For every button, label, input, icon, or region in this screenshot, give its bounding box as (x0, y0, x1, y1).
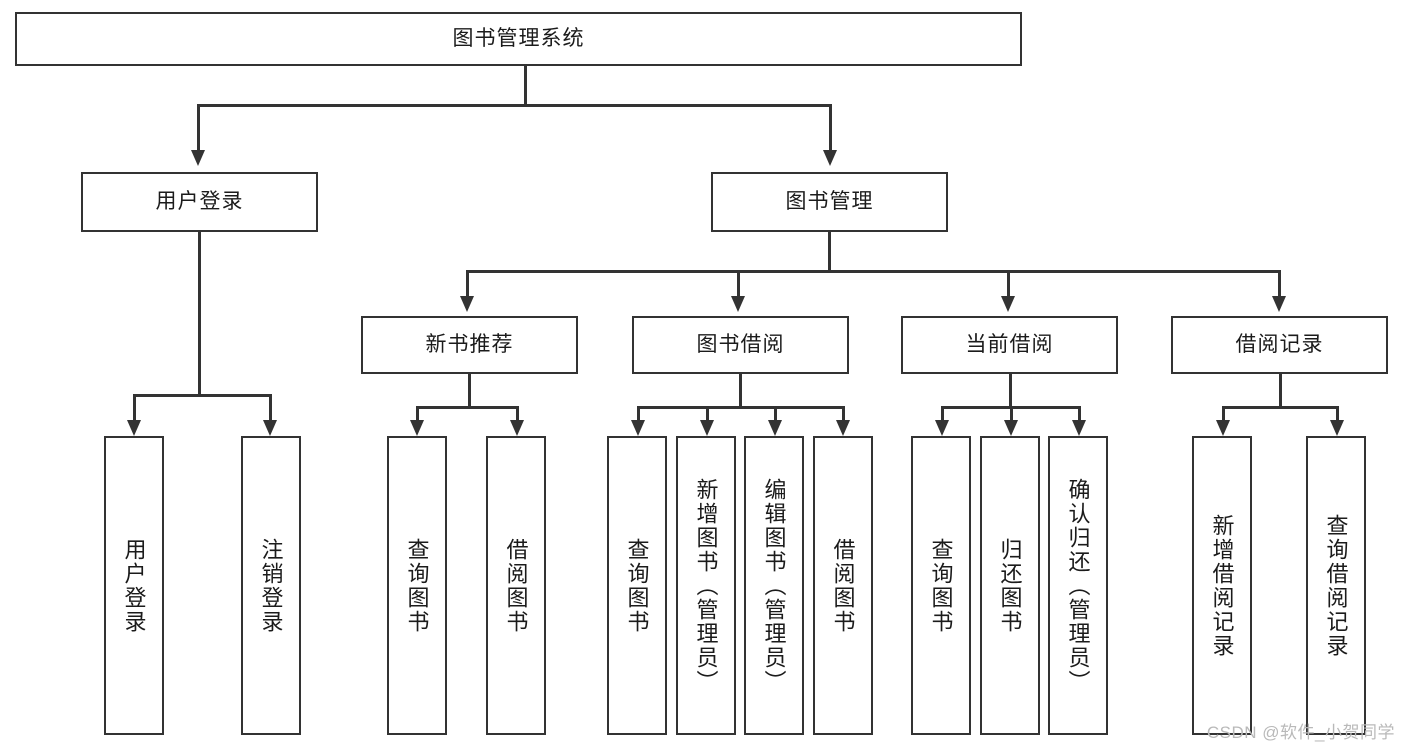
leaf-query-record[interactable]: 查询借阅记录 (1306, 436, 1366, 735)
leaf-return-book[interactable]: 归还图书 (980, 436, 1040, 735)
leaf-label: 新增借阅记录 (1209, 513, 1235, 658)
connector-current-borrow-leaf-2 (1010, 406, 1013, 428)
leaf-label: 借阅图书 (830, 537, 856, 634)
leaf-edit-book[interactable]: 编辑图书（管理员） (744, 436, 804, 735)
connector-book-borrow-bus (637, 406, 844, 409)
leaf-borrow-book-1[interactable]: 借阅图书 (486, 436, 546, 735)
connector-book-borrow-leaf-2 (706, 406, 709, 428)
arrowhead-book-borrow-leaf-1 (631, 420, 645, 436)
arrowhead-current-borrow-leaf-3 (1072, 420, 1086, 436)
connector-bm-to-book-borrow (737, 270, 740, 298)
arrowhead-bm-borrow-record (1272, 296, 1286, 312)
leaf-query-book-2[interactable]: 查询图书 (607, 436, 667, 735)
csdn-watermark: CSDN @软件_小贺同学 (1206, 723, 1395, 742)
arrowhead-book-borrow-leaf-2 (700, 420, 714, 436)
leaf-label: 借阅图书 (503, 537, 529, 634)
connector-borrow-record-stem (1279, 374, 1282, 408)
leaf-label: 查询图书 (404, 537, 430, 634)
connector-borrow-record-leaf-2 (1336, 406, 1339, 428)
arrowhead-bm-book-borrow (731, 296, 745, 312)
arrowhead-bm-new-book (460, 296, 474, 312)
connector-root-to-book-management (829, 104, 832, 152)
connector-user-login-to-leaf-2 (269, 394, 272, 422)
connector-borrow-record-bus (1222, 406, 1338, 409)
arrowhead-book-borrow-leaf-3 (768, 420, 782, 436)
leaf-label: 用户登录 (121, 537, 147, 634)
arrowhead-borrow-record-leaf-1 (1216, 420, 1230, 436)
arrowhead-current-borrow-leaf-2 (1004, 420, 1018, 436)
leaf-label: 注销登录 (258, 537, 284, 634)
connector-book-borrow-leaf-3 (774, 406, 777, 428)
connector-book-borrow-stem (739, 374, 742, 408)
node-book-management[interactable]: 图书管理 (711, 172, 948, 232)
connector-current-borrow-stem (1009, 374, 1012, 408)
connector-user-login-stem (198, 232, 201, 396)
leaf-label: 归还图书 (997, 537, 1023, 634)
connector-book-management-stem (828, 232, 831, 270)
node-borrow-record[interactable]: 借阅记录 (1171, 316, 1388, 374)
leaf-query-book-1[interactable]: 查询图书 (387, 436, 447, 735)
leaf-borrow-book-2[interactable]: 借阅图书 (813, 436, 873, 735)
connector-root-stem (524, 66, 527, 104)
arrowhead-borrow-record-leaf-2 (1330, 420, 1344, 436)
arrowhead-user-login-leaf-1 (127, 420, 141, 436)
leaf-user-login[interactable]: 用户登录 (104, 436, 164, 735)
connector-book-borrow-leaf-4 (842, 406, 845, 428)
arrowhead-root-to-user-login (191, 150, 205, 166)
connector-new-book-leaf-1 (416, 406, 419, 428)
leaf-logout[interactable]: 注销登录 (241, 436, 301, 735)
connector-bm-to-current-borrow (1007, 270, 1010, 298)
leaf-label: 查询借阅记录 (1323, 513, 1349, 658)
connector-current-borrow-leaf-3 (1078, 406, 1081, 428)
leaf-confirm-return[interactable]: 确认归还（管理员） (1048, 436, 1108, 735)
connector-book-borrow-leaf-1 (637, 406, 640, 428)
connector-borrow-record-leaf-1 (1222, 406, 1225, 428)
leaf-label: 确认归还（管理员） (1065, 477, 1091, 694)
node-root-system[interactable]: 图书管理系统 (15, 12, 1022, 66)
arrowhead-book-borrow-leaf-4 (836, 420, 850, 436)
connector-new-book-leaf-2 (516, 406, 519, 428)
connector-root-bus (197, 104, 832, 107)
leaf-label: 新增图书（管理员） (693, 477, 719, 694)
node-new-book-recommend[interactable]: 新书推荐 (361, 316, 578, 374)
node-user-login[interactable]: 用户登录 (81, 172, 318, 232)
arrowhead-user-login-leaf-2 (263, 420, 277, 436)
connector-bm-to-new-book (466, 270, 469, 298)
connector-new-book-bus (416, 406, 519, 409)
leaf-label: 编辑图书（管理员） (761, 477, 787, 694)
arrowhead-bm-current-borrow (1001, 296, 1015, 312)
connector-book-management-bus (466, 270, 1280, 273)
arrowhead-root-to-book-management (823, 150, 837, 166)
leaf-label: 查询图书 (624, 537, 650, 634)
leaf-add-record[interactable]: 新增借阅记录 (1192, 436, 1252, 735)
connector-user-login-bus (133, 394, 271, 397)
arrowhead-current-borrow-leaf-1 (935, 420, 949, 436)
connector-bm-to-borrow-record (1278, 270, 1281, 298)
connector-root-to-user-login (197, 104, 200, 152)
arrowhead-new-book-leaf-2 (510, 420, 524, 436)
connector-user-login-to-leaf-1 (133, 394, 136, 422)
node-book-borrow[interactable]: 图书借阅 (632, 316, 849, 374)
connector-current-borrow-leaf-1 (941, 406, 944, 428)
leaf-label: 查询图书 (928, 537, 954, 634)
arrowhead-new-book-leaf-1 (410, 420, 424, 436)
leaf-query-book-3[interactable]: 查询图书 (911, 436, 971, 735)
node-current-borrow[interactable]: 当前借阅 (901, 316, 1118, 374)
connector-new-book-stem (468, 374, 471, 408)
leaf-add-book[interactable]: 新增图书（管理员） (676, 436, 736, 735)
